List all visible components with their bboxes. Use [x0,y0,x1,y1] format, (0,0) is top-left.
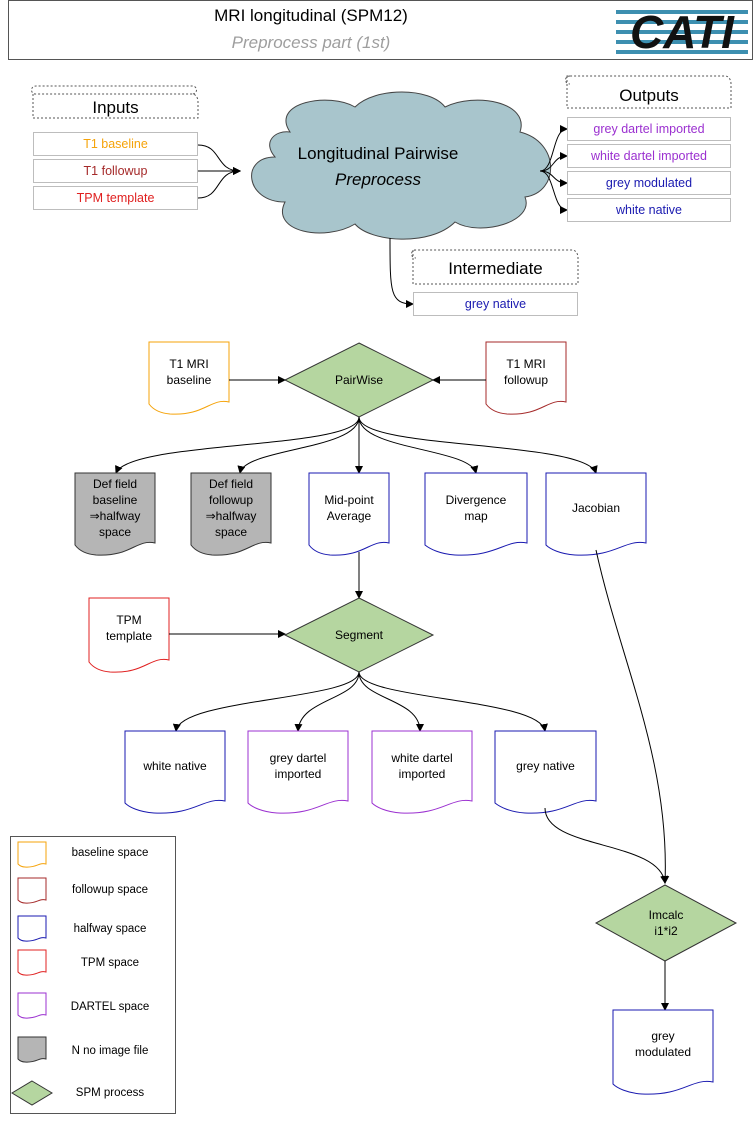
legend-tpm-swatch [17,949,47,976]
page-subtitle: Preprocess part (1st) [231,33,391,52]
grey-dartel-doc [247,730,349,814]
flow-diagram [74,341,738,1095]
legend-noimage-swatch [17,1036,47,1063]
white-dartel-doc [371,730,473,814]
legend-swatches [11,841,53,1106]
t1-baseline-label-2: baseline [166,373,212,387]
grey-native-doc [494,730,597,814]
input-tpm-template: TPM template [33,186,198,210]
imcalc-label-2: i1*i2 [654,924,678,938]
t1-followup-doc [485,341,567,415]
jacobian-label: Jacobian [571,501,621,515]
t1-baseline-label-1: T1 MRI [169,357,209,371]
tpm-label-1: TPM [116,613,142,627]
grey-dartel-label-2: imported [274,767,322,781]
cati-logo: CATI [614,2,750,58]
midpoint-label-2: Average [326,509,372,523]
def-baseline-label-1: Def field [92,477,138,491]
legend-process-label: SPM process [75,1087,145,1099]
divergence-doc [424,472,528,556]
pairwise-label: PairWise [334,373,383,387]
legend-halfway-swatch [17,915,47,942]
legend-tpm-label: TPM space [80,957,140,969]
output-grey-dartel: grey dartel imported [567,117,731,141]
white-dartel-label-2: imported [398,767,446,781]
def-baseline-label-4: space [98,525,132,539]
legend-box [10,836,176,1114]
white-dartel-label-1: white dartel [391,751,453,765]
legend-halfway-label: halfway space [73,923,147,935]
intermediate-scroll-shape [411,249,579,285]
cloud-label-1: Longitudinal Pairwise [297,144,459,163]
def-baseline-label-2: baseline [92,493,138,507]
grey-native-label: grey native [516,759,575,773]
legend-followup-label: followup space [71,884,149,896]
output-white-dartel: white dartel imported [567,144,731,168]
header-box [8,0,753,60]
jacobian-doc [545,472,647,556]
midpoint-doc [308,472,390,556]
def-baseline-label-3: ⇒halfway [89,509,141,523]
white-native-label: white native [143,759,207,773]
cloud-shape [251,91,552,240]
grey-modulated-label-2: modulated [634,1045,692,1059]
output-white-native: white native [567,198,731,222]
legend-noimage-label: N no image file [71,1045,149,1057]
legend-process-swatch [11,1080,53,1106]
outputs-heading: Outputs [619,86,679,105]
intermediate-heading: Intermediate [448,259,543,278]
def-followup-label-3: ⇒halfway [205,509,257,523]
input-t1-baseline: T1 baseline [33,132,198,156]
white-native-doc [124,730,226,814]
grey-modulated-label-1: grey [651,1029,675,1043]
summary-diagram [31,75,732,308]
legend-dartel-swatch [17,992,47,1019]
divergence-label-2: map [464,509,488,523]
grey-dartel-label-1: grey dartel [269,751,327,765]
inputs-scroll-shape [31,85,199,119]
input-t1-followup: T1 followup [33,159,198,183]
segment-label: Segment [334,628,384,642]
legend-baseline-swatch [17,841,47,868]
def-followup-label-1: Def field [208,477,254,491]
legend-dartel-label: DARTEL space [70,1001,150,1013]
imcalc-label-1: Imcalc [648,908,684,922]
output-grey-modulated: grey modulated [567,171,731,195]
legend-followup-swatch [17,877,47,904]
t1-baseline-doc [148,341,230,415]
t1-followup-label-2: followup [503,373,549,387]
cloud-label-2: Preprocess [335,170,421,189]
page-title: MRI longitudinal (SPM12) [214,6,408,25]
legend-baseline-label: baseline space [71,847,149,859]
divergence-label-1: Divergence [445,493,507,507]
t1-followup-label-1: T1 MRI [506,357,546,371]
grey-modulated-doc [612,1009,714,1095]
def-followup-doc [190,472,272,556]
tpm-template-doc [88,597,170,673]
def-followup-label-2: followup [208,493,254,507]
outputs-scroll-shape [565,75,732,109]
midpoint-label-1: Mid-point [324,493,374,507]
svg-text:CATI: CATI [630,6,735,58]
tpm-label-2: template [105,629,153,643]
intermediate-grey-native: grey native [413,292,578,316]
inputs-heading: Inputs [92,98,139,117]
def-baseline-doc [74,472,156,556]
def-followup-label-4: space [214,525,248,539]
